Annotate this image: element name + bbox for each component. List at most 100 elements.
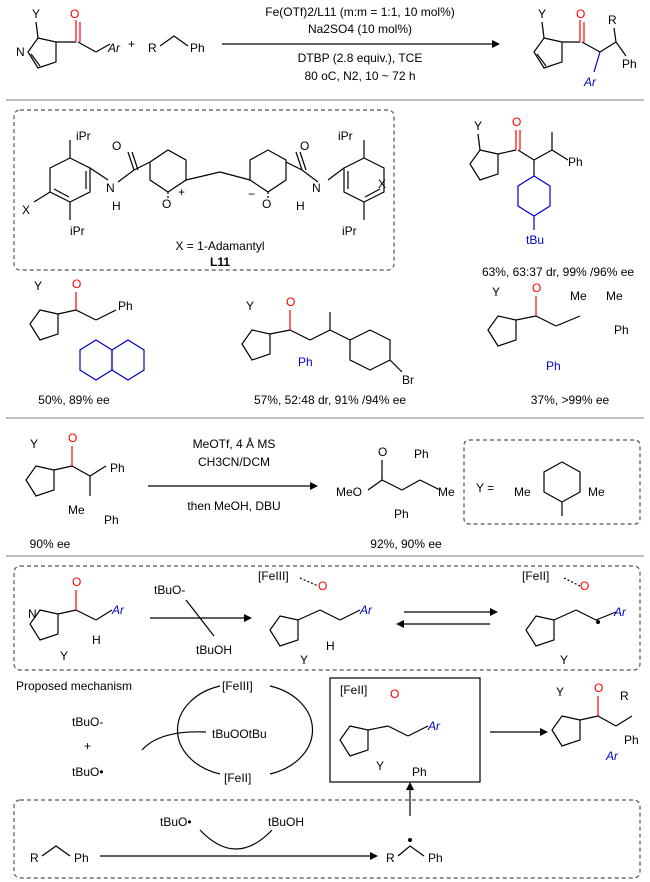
svg-text:Y: Y [246, 299, 254, 313]
svg-text:−: − [248, 187, 255, 201]
svg-text:N: N [28, 607, 37, 621]
svg-text:Ph: Ph [614, 323, 629, 337]
svg-text:Y: Y [492, 285, 500, 299]
svg-text:[FeII]: [FeII] [224, 771, 251, 785]
svg-text:tBu: tBu [526, 233, 544, 247]
mechanism-title: Proposed mechanism [16, 679, 132, 693]
svg-text:80 oC, N2, 10 ~ 72 h: 80 oC, N2, 10 ~ 72 h [304, 69, 415, 83]
svg-text:Y: Y [376, 759, 384, 773]
svg-text:R: R [620, 689, 629, 703]
mech-radical: [FeII] O Ar Y [522, 569, 627, 667]
svg-text:Ar: Ar [107, 41, 121, 55]
svg-text:Ar: Ar [613, 605, 627, 619]
svg-text:O: O [162, 197, 171, 211]
svg-text:Ph: Ph [394, 507, 409, 521]
svg-text:O: O [594, 681, 603, 695]
svg-text:Me: Me [68, 503, 85, 517]
ester-product-result: 92%, 90% ee [370, 537, 442, 551]
transformation-cond-1: MeOTf, 4 Å MS [193, 436, 276, 451]
svg-text:Me: Me [438, 485, 455, 499]
svg-text:X: X [378, 177, 386, 191]
svg-text:O: O [286, 295, 295, 309]
svg-text:H: H [112, 199, 121, 213]
svg-text:Me: Me [570, 289, 587, 303]
svg-text:[FeII]: [FeII] [340, 683, 367, 697]
svg-text:O: O [70, 7, 79, 21]
svg-text:H: H [92, 633, 101, 647]
ligand-name: L11 [210, 255, 230, 269]
mech-ketone: N O Ar H Y [28, 575, 125, 663]
svg-text:+: + [84, 739, 91, 753]
svg-text:Y: Y [538, 7, 546, 21]
svg-text:+: + [178, 185, 185, 199]
svg-text:iPr: iPr [342, 224, 357, 238]
svg-text:Ar: Ar [359, 603, 373, 617]
svg-text:O: O [68, 431, 77, 445]
svg-text:Y: Y [34, 279, 42, 293]
svg-text:Y: Y [32, 7, 40, 21]
svg-text:Ph: Ph [546, 359, 561, 373]
transformation-cond-3: then MeOH, DBU [187, 499, 280, 513]
svg-text:Y: Y [474, 119, 482, 133]
transformation-sm: Y O Ph Me Ph [25, 431, 125, 527]
svg-text:O: O [262, 197, 271, 211]
svg-text:O: O [576, 7, 585, 21]
svg-text:Y: Y [556, 685, 564, 699]
svg-text:Ph: Ph [412, 765, 427, 779]
ligand-definition: X = 1-Adamantyl [175, 239, 264, 253]
svg-text:Br: Br [402, 373, 414, 387]
plus-sign: + [128, 37, 135, 51]
product-2: Y O Ph [29, 277, 145, 381]
svg-text:O: O [72, 277, 81, 291]
svg-text:O: O [72, 575, 81, 589]
svg-text:Y =: Y = [476, 481, 494, 495]
svg-text:O: O [580, 579, 589, 593]
svg-text:tBuO•: tBuO• [72, 765, 104, 779]
substrate-alkyl: R Ph [148, 35, 205, 55]
product-3: Y O Ph Br [241, 295, 414, 387]
ligand-box [13, 109, 395, 271]
svg-text:N: N [106, 181, 115, 195]
mechanism-bottom-box [13, 799, 641, 879]
mech-enolate: [FeIII] O Ar H Y [258, 569, 373, 667]
svg-text:Me: Me [606, 289, 623, 303]
svg-text:MeO: MeO [336, 485, 362, 499]
intermediate: [FeII] O Ar Y Ph [339, 683, 441, 779]
reaction-conditions: Fe(OTf)2/L11 (m:m = 1:1, 10 mol%) Na2SO4… [265, 5, 455, 83]
svg-text:O: O [532, 281, 541, 295]
svg-text:tBuO•: tBuO• [160, 815, 192, 829]
svg-text:Ph: Ph [190, 41, 205, 55]
transformation-sm-ee: 90% ee [30, 537, 71, 551]
svg-text:Ph: Ph [74, 851, 89, 865]
svg-text:Ph: Ph [110, 461, 125, 475]
svg-text:[FeII]: [FeII] [522, 569, 549, 583]
svg-text:R: R [608, 13, 617, 27]
svg-text:DTBP (2.8 equiv.), TCE: DTBP (2.8 equiv.), TCE [298, 51, 423, 65]
svg-text:tBuOOtBu: tBuOOtBu [212, 727, 267, 741]
svg-text:R: R [148, 41, 157, 55]
svg-text:Ph: Ph [622, 57, 637, 71]
svg-text:O: O [512, 115, 521, 129]
svg-text:O: O [378, 445, 387, 459]
svg-text:O: O [318, 579, 327, 593]
substrate-ketone: Y N O Ar [16, 7, 121, 69]
y-definition-box [463, 439, 641, 525]
svg-text:Ar: Ar [427, 719, 441, 733]
hat-step: R Ph tBuO• tBuOH R Ph [30, 815, 443, 865]
product-4: Y O Ph Me Me Ph [487, 281, 629, 373]
svg-text:O: O [300, 139, 309, 153]
svg-text:Ph: Ph [428, 851, 443, 865]
svg-text:Y: Y [60, 649, 68, 663]
svg-text:Ar: Ar [111, 603, 125, 617]
svg-text:R: R [30, 851, 39, 865]
svg-text:Na2SO4 (10 mol%): Na2SO4 (10 mol%) [308, 22, 412, 36]
mech-tBuO-minus: tBuO- [154, 583, 185, 597]
svg-text:Ph: Ph [624, 733, 639, 747]
svg-text:Y: Y [30, 437, 38, 451]
svg-text:Y: Y [560, 653, 568, 667]
general-product: Y O Ar R Ph [533, 7, 637, 89]
svg-text:Ph: Ph [104, 513, 119, 527]
svg-text:iPr: iPr [76, 129, 91, 143]
product-1: Y O Ph tBu [469, 115, 583, 247]
